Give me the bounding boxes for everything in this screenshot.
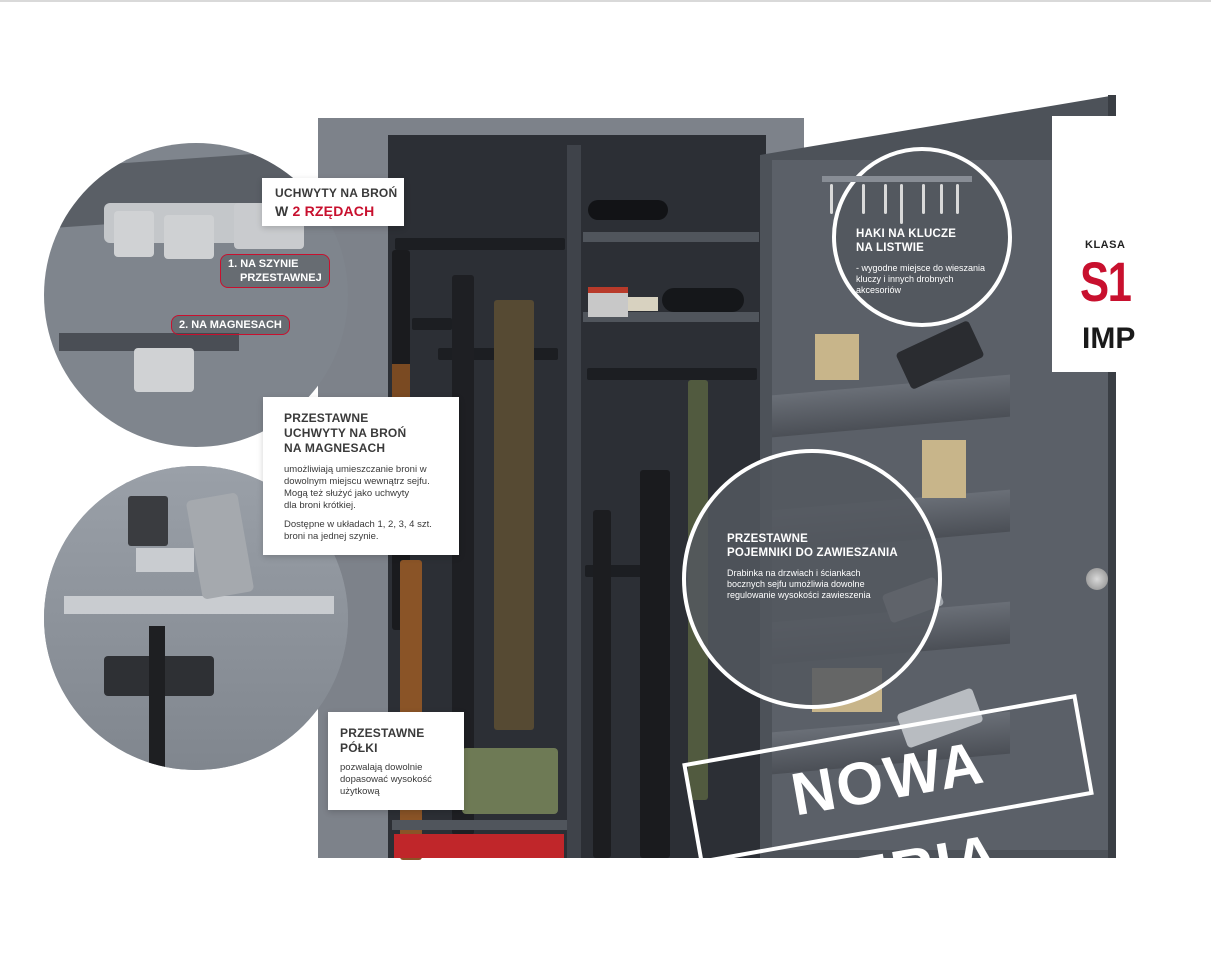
binoculars-icon: [662, 288, 744, 312]
envelope-icon: [815, 334, 859, 380]
magnes-desc-line3: Mogą też służyć jako uchwyty: [284, 488, 410, 499]
magnes-desc-line6: broni na jednej szynie.: [284, 531, 379, 542]
magnes-desc-line1: umożliwiają umieszczanie broni w: [284, 464, 427, 475]
ammo-box-icon: [462, 748, 558, 814]
key-hook-icon: [830, 184, 833, 214]
key-hook-icon: [900, 184, 903, 224]
label-polki: PRZESTAWNE PÓŁKI pozwalają dowolnie dopa…: [328, 712, 464, 810]
rail-label-line2: PRZESTAWNEJ: [240, 272, 322, 284]
class-code: S1: [1080, 250, 1132, 313]
haki-desc-line1: - wygodne miejsce do wieszania: [856, 263, 986, 273]
door-handle[interactable]: [1086, 568, 1108, 590]
polki-desc-line3: użytkową: [340, 786, 380, 797]
pojemniki-title-line1: PRZESTAWNE: [727, 533, 809, 545]
rail-label-line1: 1. NA SZYNIE: [228, 258, 299, 270]
pojemniki-desc-line1: Drabinka na drzwiach i ściankach: [727, 568, 861, 578]
label-rzedach: UCHWYTY NA BROŃ W 2 RZĘDACH: [262, 178, 404, 226]
polki-title-line2: PÓŁKI: [340, 741, 378, 755]
rifle-icon: [494, 300, 534, 730]
rzedach-line2: W 2 RZĘDACH: [275, 203, 374, 220]
magnes-title-line1: PRZESTAWNE: [284, 411, 369, 425]
scope-icon: [588, 200, 668, 220]
shelf-top: [583, 232, 759, 242]
top-divider-line: [0, 0, 1211, 2]
gun-rack-right: [587, 368, 757, 380]
detail-circle-rails: [44, 143, 348, 447]
rifle-icon: [593, 510, 611, 858]
ammo-boxes-red: [394, 834, 564, 858]
rzedach-line1: UCHWYTY NA BROŃ: [275, 186, 398, 200]
polki-desc-line1: pozwalają dowolnie: [340, 762, 423, 773]
rzedach-w: W: [275, 203, 293, 219]
magnes-title-line2: UCHWYTY NA BROŃ: [284, 426, 407, 440]
key-hook-icon: [940, 184, 943, 214]
key-hook-icon: [956, 184, 959, 214]
haki-text: HAKI NA KLUCZE NA LISTWIE - wygodne miej…: [856, 227, 1008, 296]
magnet-label-pill: 2. NA MAGNESACH: [171, 315, 290, 335]
safe-center-divider: [567, 145, 581, 858]
magnes-title-line3: NA MAGNESACH: [284, 441, 386, 455]
magnes-desc-line2: dowolnym miejscu wewnątrz sejfu.: [284, 476, 430, 487]
class-badge: [1052, 116, 1160, 372]
detail-circle-containers: [682, 449, 942, 709]
ammo-box-icon: [628, 297, 658, 311]
label-magnesy: PRZESTAWNE UCHWYTY NA BROŃ NA MAGNESACH …: [263, 397, 459, 555]
envelope-icon: [922, 440, 966, 498]
class-variant: IMP: [1082, 322, 1136, 355]
haki-desc-line3: akcesoriów: [856, 285, 902, 295]
rifle-icon: [640, 470, 670, 858]
magnes-desc-line4: dla broni krótkiej.: [284, 500, 356, 511]
key-hook-icon: [922, 184, 925, 214]
key-hook-icon: [884, 184, 887, 214]
bottom-shelf: [392, 820, 567, 830]
polki-title-line1: PRZESTAWNE: [340, 726, 425, 740]
rifle-icon: [149, 626, 165, 770]
rifle-icon: [400, 560, 422, 860]
haki-desc-line2: kluczy i innych drobnych: [856, 274, 954, 284]
class-label: KLASA: [1085, 239, 1126, 251]
pojemniki-desc-line3: regulowanie wysokości zawieszenia: [727, 590, 871, 600]
pojemniki-text: PRZESTAWNE POJEMNIKI DO ZAWIESZANIA Drab…: [727, 532, 937, 601]
haki-title-line1: HAKI NA KLUCZE: [856, 228, 957, 240]
rzedach-accent: 2 RZĘDACH: [292, 203, 375, 219]
polki-desc-line2: dopasować wysokość: [340, 774, 432, 785]
ammo-box-icon: [588, 287, 628, 317]
key-hook-icon: [862, 184, 865, 214]
rail-label-pill: 1. NA SZYNIE PRZESTAWNEJ: [220, 254, 330, 288]
gun-rack-upper-left: [395, 238, 565, 250]
pojemniki-desc-line2: bocznych sejfu umożliwia dowolne: [727, 579, 865, 589]
shelf-middle: [583, 312, 759, 322]
door-edge: [1108, 95, 1116, 858]
haki-title-line2: NA LISTWIE: [856, 242, 925, 254]
magnes-desc-line5: Dostępne w układach 1, 2, 3, 4 szt.: [284, 519, 432, 530]
key-hook-bar: [822, 176, 972, 182]
pojemniki-title-line2: POJEMNIKI DO ZAWIESZANIA: [727, 547, 898, 559]
gun-rack-small: [412, 318, 452, 330]
